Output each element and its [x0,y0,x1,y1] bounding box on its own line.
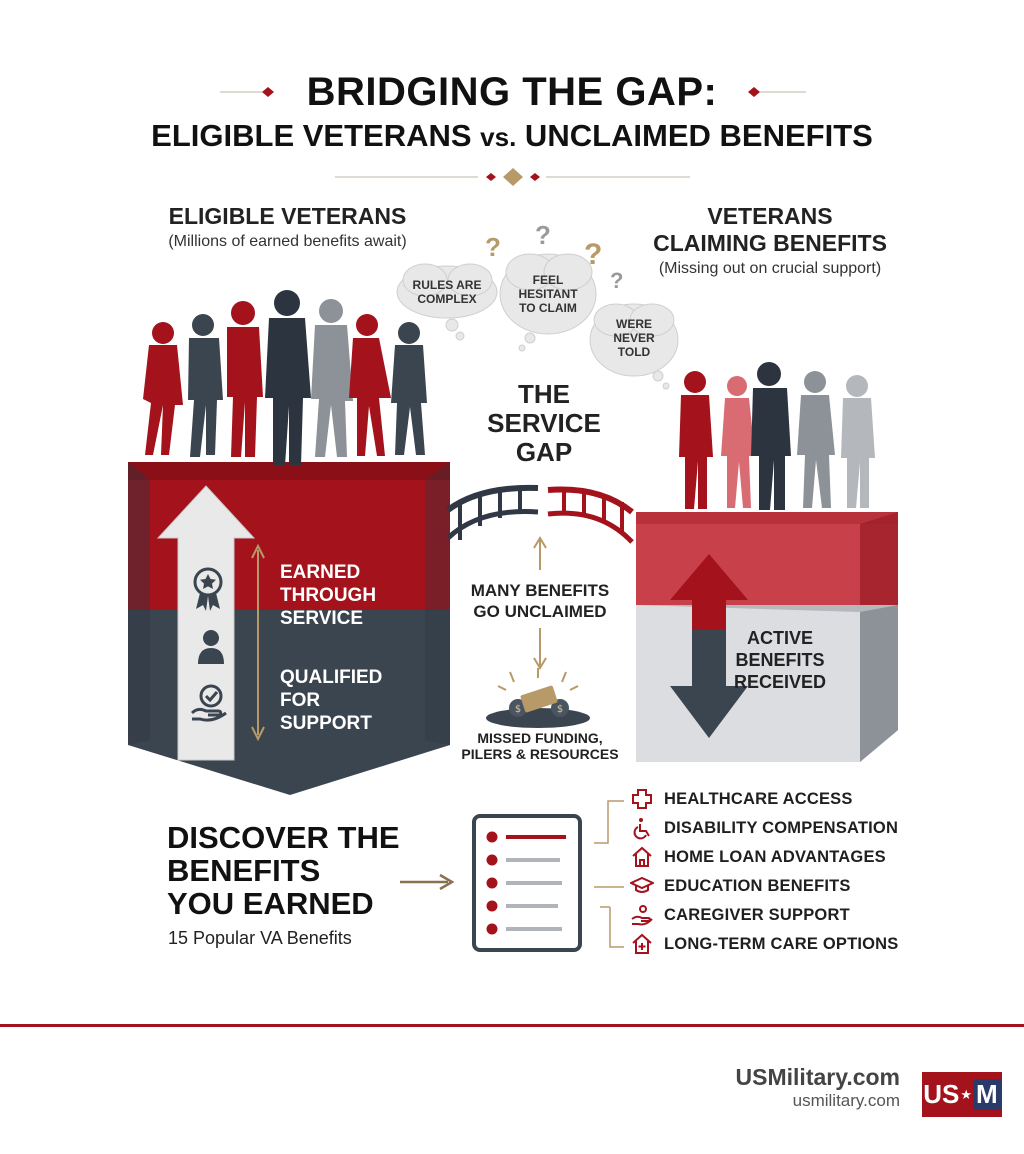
gap-line2: SERVICE [487,408,601,438]
bubble-feel-hesitant: FEEL HESITANT TO CLAIM [500,273,596,315]
graduation-cap-icon [630,876,654,893]
unclaimed-line2: GO UNCLAIMED [473,602,607,621]
bubble3-line1: WERE [616,317,652,331]
active-line1: ACTIVE [746,628,813,648]
right-heading-line1: VETERANS [707,203,833,229]
caregiver-hand-icon [631,905,653,926]
earned-line2: THROUGH [280,585,377,606]
active-line2: BENEFITS [735,650,825,670]
benefit-item-long-term-care[interactable]: LONG-TERM CARE OPTIONS [630,931,898,957]
arrow-right-icon [400,873,455,891]
bubble1-line2: COMPLEX [417,292,477,306]
page-title: BRIDGING THE GAP: [306,70,718,114]
question-mark-1: ? [485,232,501,262]
left-subtitle: (Millions of earned benefits await) [168,233,407,250]
bubble2-line1: FEEL [532,273,564,287]
label-active-benefits: ACTIVE BENEFITS RECEIVED [720,627,840,693]
broken-bridge [446,484,634,544]
discover-line2: BENEFITS [167,853,321,888]
bubble2-line3: TO CLAIM [519,301,577,315]
question-mark-4: ? [610,268,624,293]
question-mark-3: ? [584,238,603,271]
footer-url[interactable]: usmilitary.com [792,1091,900,1110]
left-heading: ELIGIBLE VETERANS [168,203,407,229]
missed-funding-label: MISSED FUNDING, PILERS & RESOURCES [440,730,640,762]
benefit-item-education[interactable]: EDUCATION BENEFITS [630,873,851,899]
earned-line3: SERVICE [280,608,364,629]
gap-arrows [533,536,547,670]
logo-star-icon: ★ [960,1086,973,1102]
bubble3-line3: TOLD [617,345,651,359]
award-ribbon-icon [193,567,223,611]
right-heading-line2: CLAIMING BENEFITS [653,230,887,256]
missed-line1: MISSED FUNDING, [477,730,603,746]
bubble-rules-complex: RULES ARE COMPLEX [397,278,497,306]
benefit-label: HEALTHCARE ACCESS [664,789,853,808]
question-mark-2: ? [535,220,551,250]
helping-hand-icon [190,684,227,722]
checklist-document-icon [472,814,582,952]
benefit-connectors [594,800,624,948]
logo-us: US [923,1079,960,1109]
left-platform [128,462,450,795]
thought-bubbles [396,253,679,390]
usm-logo[interactable]: US ★ M [922,1072,1002,1117]
footer-divider [0,1024,1024,1027]
active-line3: RECEIVED [733,672,827,692]
bubble3-line2: NEVER [613,331,655,345]
benefit-label: CAREGIVER SUPPORT [664,905,850,924]
benefit-label: EDUCATION BENEFITS [664,876,851,895]
discover-subtitle: 15 Popular VA Benefits [168,928,352,948]
bubble2-line2: HESITANT [518,287,578,301]
qualified-line1: QUALIFIED [280,667,383,688]
care-home-icon [632,933,652,954]
benefit-label: HOME LOAN ADVANTAGES [664,847,886,866]
bubble-never-told: WERE NEVER TOLD [590,317,678,359]
discover-line1: DISCOVER THE [167,820,400,855]
benefit-item-caregiver[interactable]: CAREGIVER SUPPORT [630,902,850,928]
page-subtitle: ELIGIBLE VETERANS vs. UNCLAIMED BENEFITS [0,118,1024,154]
money-pile-icon: $ $ [486,668,590,728]
veteran-person-icon [198,630,224,664]
svg-text:$: $ [557,704,563,715]
claiming-veterans-group [679,362,875,510]
medical-cross-icon [632,789,652,809]
subtitle-vs: vs. [480,122,517,152]
benefit-item-disability[interactable]: DISABILITY COMPENSATION [630,815,898,841]
bubble1-line1: RULES ARE [412,278,482,292]
qualified-line3: SUPPORT [280,713,372,734]
unclaimed-line1: MANY BENEFITS [470,581,610,600]
right-platform [636,512,898,762]
right-subtitle: (Missing out on crucial support) [658,260,882,277]
house-icon [632,846,652,867]
qualified-line2: FOR [280,690,321,711]
label-earned-through-service: EARNED THROUGH SERVICE [280,561,376,630]
logo-m: M [973,1079,1001,1110]
footer-brand[interactable]: USMilitary.com [735,1064,900,1090]
benefit-label: DISABILITY COMPENSATION [664,818,899,837]
wheelchair-icon [633,818,650,840]
subtitle-part-b: UNCLAIMED BENEFITS [516,118,873,153]
gap-line3: GAP [515,437,573,467]
many-benefits-unclaimed: MANY BENEFITS GO UNCLAIMED [445,580,635,622]
service-gap-title: THE SERVICE GAP [454,380,634,467]
label-qualified-for-support: QUALIFIED FOR SUPPORT [280,666,382,735]
title-ornaments [220,87,806,186]
subtitle-part-a: ELIGIBLE VETERANS [151,118,481,153]
missed-line2: PILERS & RESOURCES [461,746,619,762]
earned-line1: EARNED [280,562,361,583]
eligible-veterans-group [143,290,427,465]
benefit-label: LONG-TERM CARE OPTIONS [664,934,899,953]
benefit-item-healthcare[interactable]: HEALTHCARE ACCESS [630,786,853,812]
gap-line1: THE [518,379,570,409]
discover-heading: DISCOVER THE BENEFITS YOU EARNED [167,821,400,920]
benefit-item-home-loan[interactable]: HOME LOAN ADVANTAGES [630,844,886,870]
svg-text:$: $ [515,704,521,715]
discover-line3: YOU EARNED [167,886,374,921]
